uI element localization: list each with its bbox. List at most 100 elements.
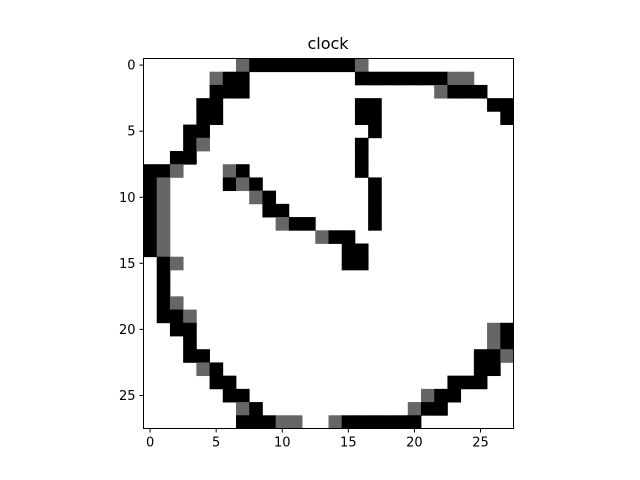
pixel-cell [236,402,250,416]
pixel-cell [169,322,184,337]
pixel-cell [156,217,171,231]
pixel-cell [341,256,356,271]
pixel-cell [143,177,158,192]
pixel-cell [354,415,369,429]
pixel-cell [473,362,488,377]
pixel-cell [262,58,277,73]
pixel-cell [288,217,303,231]
pixel-cell [328,58,343,73]
pixel-cell [368,71,382,86]
pixel-cell [460,375,475,390]
pixel-cell [368,217,382,231]
pixel-cell [381,71,395,86]
pixel-cell [394,71,409,86]
pixel-cell [354,243,369,258]
pixel-cell [368,111,382,125]
pixel-cell [447,71,462,86]
pixel-cell [209,71,224,86]
pixel-cell [447,375,462,390]
pixel-cell [473,349,488,363]
pixel-cell [368,124,382,139]
pixel-cell [368,98,382,112]
pixel-cell [249,58,263,73]
x-tick-label: 0 [146,436,154,451]
pixel-cell [236,388,250,403]
pixel-cell [236,177,250,192]
pixel-cell [236,164,250,178]
pixel-cell [487,349,501,363]
pixel-cell [328,415,343,429]
pixel-cell [143,190,158,205]
pixel-cell [156,230,171,244]
pixel-cell [407,415,422,429]
pixel-cell [381,415,395,429]
pixel-cell [262,415,277,429]
pixel-cell [368,415,382,429]
pixel-cell [156,256,171,271]
pixel-cell [196,137,210,152]
pixel-cell [302,217,316,231]
pixel-image [143,58,514,429]
pixel-cell [341,230,356,244]
pixel-cell [222,71,237,86]
pixel-cell [156,243,171,258]
pixel-cell [183,124,197,139]
pixel-cell [249,190,263,205]
chart-title: clock [307,34,349,53]
pixel-cell [447,388,462,403]
pixel-cell [156,269,171,284]
pixel-cell [434,388,448,403]
x-tick-label: 5 [212,436,220,451]
pixel-cell [209,84,224,99]
pixel-cell [341,415,356,429]
pixel-cell [209,375,224,390]
pixel-cell [328,230,343,244]
pixel-cell [473,375,488,390]
pixel-cell [302,58,316,73]
pixel-cell [249,177,263,192]
pixel-cell [143,203,158,218]
y-tick-label: 5 [127,125,135,140]
pixel-cell [249,402,263,416]
pixel-cell [209,362,224,377]
pixel-cell [196,98,210,112]
pixel-cell [156,164,171,178]
pixel-cell [341,243,356,258]
y-tick-label: 10 [119,191,136,206]
pixel-cell [354,71,369,86]
pixel-cell [169,309,184,324]
pixel-cell [434,71,448,86]
y-tick-label: 0 [127,59,135,74]
pixel-cell [368,177,382,192]
pixel-cell [460,71,475,86]
pixel-cell [487,362,501,377]
pixel-cell [275,58,290,73]
pixel-cell [262,190,277,205]
pixel-cell [315,58,329,73]
pixel-cell [354,58,369,73]
pixel-cell [169,164,184,178]
pixel-cell [196,349,210,363]
pixel-cell [407,402,422,416]
pixel-cell [421,402,435,416]
pixel-cell [354,256,369,271]
pixel-cell [368,203,382,218]
pixel-cell [222,164,237,178]
pixel-cell [354,151,369,165]
pixel-cell [156,296,171,310]
pixel-cell [196,362,210,377]
pixel-cell [394,415,409,429]
pixel-cell [434,402,448,416]
pixel-cell [500,98,514,112]
pixel-cell [209,98,224,112]
pixel-cell [288,58,303,73]
pixel-cell [249,415,263,429]
pixel-cell [421,388,435,403]
pixel-cell [196,124,210,139]
pixel-cell [460,84,475,99]
pixel-cell [487,98,501,112]
pixel-cell [288,415,303,429]
pixel-cell [183,151,197,165]
y-tick-label: 20 [119,323,136,338]
